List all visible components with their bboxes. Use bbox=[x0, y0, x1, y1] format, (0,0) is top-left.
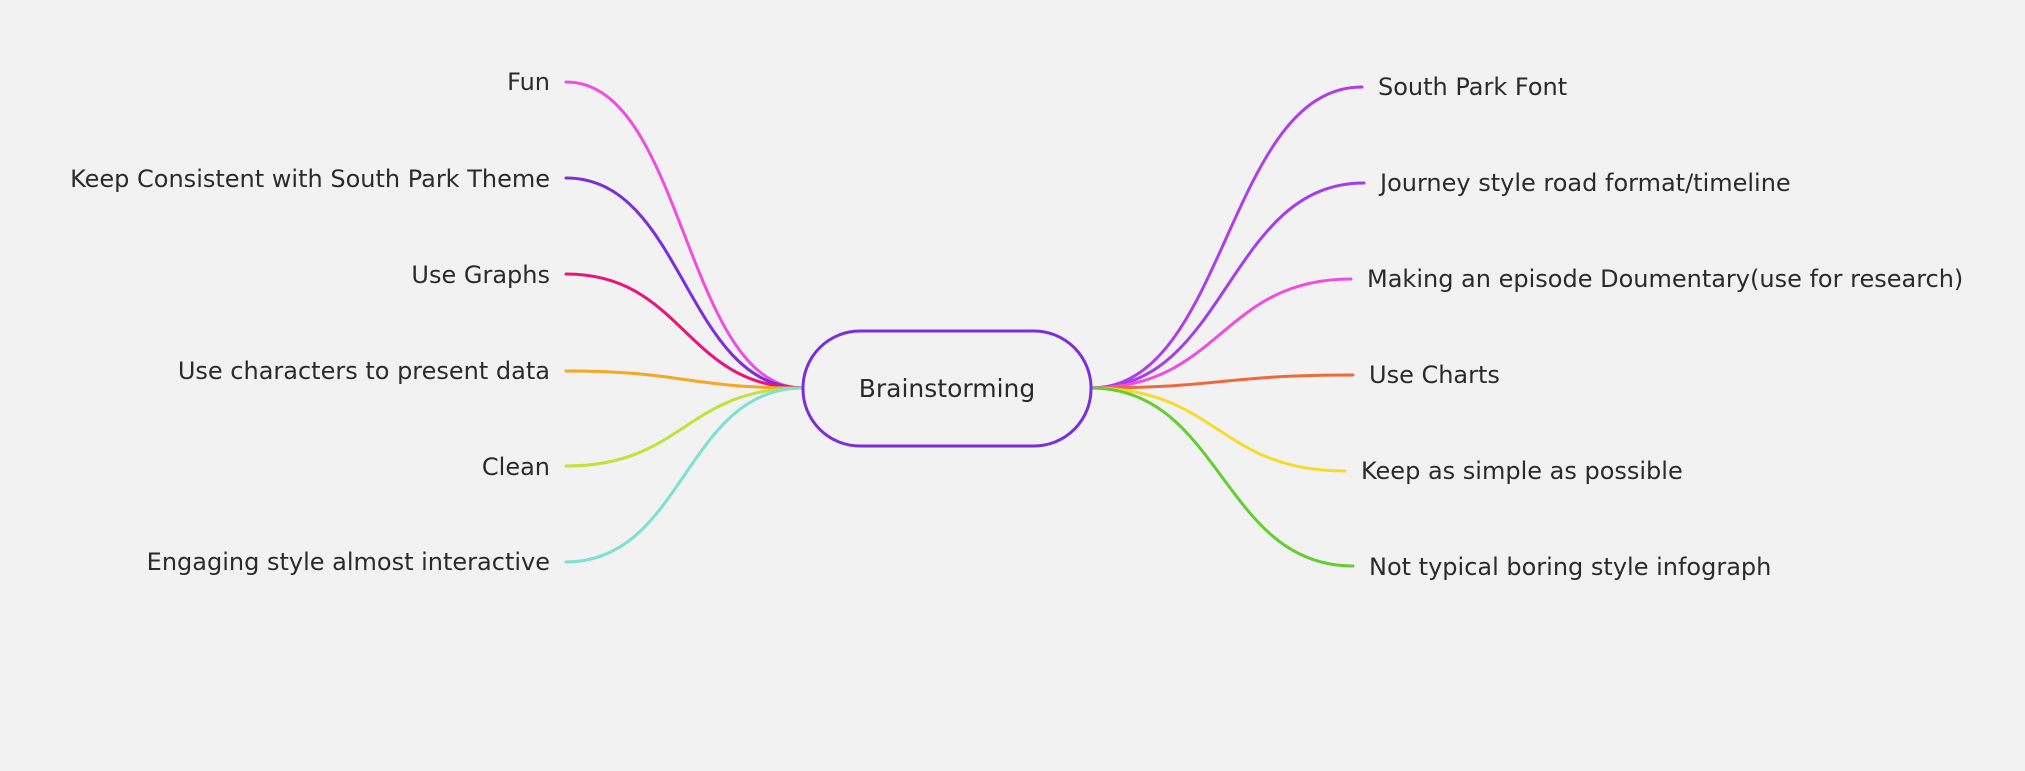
branch-label-engaging-style[interactable]: Engaging style almost interactive bbox=[147, 548, 550, 576]
connector-left-0 bbox=[564, 80, 805, 390]
connector-left-3 bbox=[564, 369, 805, 390]
left-branch-labels: Fun Keep Consistent with South Park Them… bbox=[70, 68, 550, 576]
connector-right-3 bbox=[1089, 373, 1355, 390]
connector-right-1 bbox=[1089, 181, 1366, 390]
mind-map-edges bbox=[564, 80, 1366, 568]
connector-left-5 bbox=[564, 386, 805, 564]
branch-label-episode-documentary[interactable]: Making an episode Doumentary(use for res… bbox=[1367, 265, 1963, 293]
connector-right-5 bbox=[1089, 386, 1355, 568]
branch-label-use-characters[interactable]: Use characters to present data bbox=[178, 357, 550, 385]
branch-label-journey-style[interactable]: Journey style road format/timeline bbox=[1378, 169, 1791, 197]
connector-left-2 bbox=[564, 272, 805, 390]
connector-left-4 bbox=[564, 386, 805, 468]
center-node-label: Brainstorming bbox=[859, 374, 1036, 403]
branch-label-fun[interactable]: Fun bbox=[507, 68, 550, 96]
branch-label-use-charts[interactable]: Use Charts bbox=[1369, 361, 1500, 389]
connector-right-4 bbox=[1089, 386, 1347, 473]
branch-label-use-graphs[interactable]: Use Graphs bbox=[411, 261, 550, 289]
branch-label-clean[interactable]: Clean bbox=[482, 453, 550, 481]
connector-left-1 bbox=[564, 176, 805, 390]
connector-right-2 bbox=[1089, 277, 1353, 390]
branch-label-keep-simple[interactable]: Keep as simple as possible bbox=[1361, 457, 1683, 485]
right-branch-labels: South Park Font Journey style road forma… bbox=[1361, 73, 1963, 581]
branch-label-south-park-theme[interactable]: Keep Consistent with South Park Theme bbox=[70, 165, 550, 193]
center-node[interactable]: Brainstorming bbox=[801, 329, 1093, 448]
branch-label-south-park-font[interactable]: South Park Font bbox=[1378, 73, 1567, 101]
connector-right-0 bbox=[1089, 85, 1364, 390]
center-node-shape[interactable] bbox=[801, 329, 1093, 448]
branch-label-not-typical[interactable]: Not typical boring style infograph bbox=[1369, 553, 1771, 581]
